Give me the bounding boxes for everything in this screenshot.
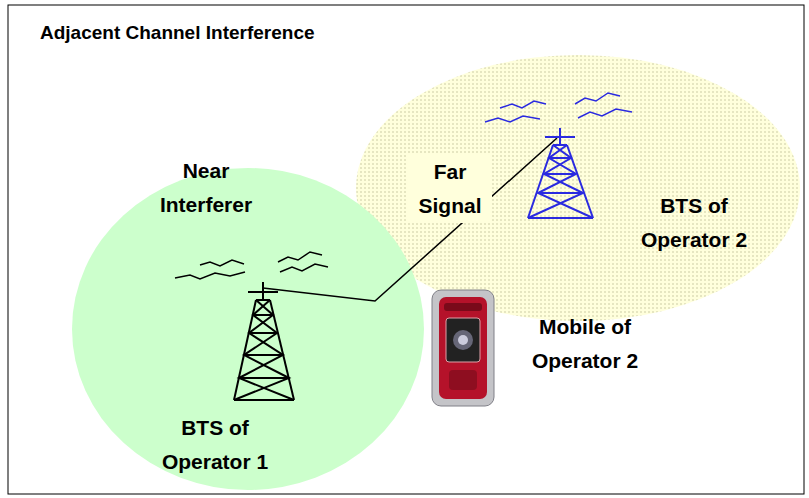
signal-label: Far Signal <box>408 155 492 223</box>
ellipse-outline <box>72 168 424 490</box>
bts-tower <box>234 282 294 400</box>
mobile-phone <box>432 290 494 406</box>
radio-waves <box>485 93 632 122</box>
bts-label: BTS of Operator 1 <box>150 411 280 479</box>
signal-line <box>263 138 557 301</box>
coverage-area: Near InterfererBTS of Operator 1 <box>72 168 424 490</box>
radio-waves <box>175 252 328 279</box>
device-label: Mobile of Operator 2 <box>505 310 665 378</box>
bts-label: BTS of Operator 2 <box>614 189 774 257</box>
coverage-ellipse <box>72 168 424 490</box>
outer-frame <box>8 5 804 494</box>
diagram-title: Adjacent Channel Interference <box>40 20 315 46</box>
coverage-ellipse <box>356 55 800 321</box>
bts-tower <box>528 128 593 218</box>
interferer-label: Near Interferer <box>140 154 272 222</box>
